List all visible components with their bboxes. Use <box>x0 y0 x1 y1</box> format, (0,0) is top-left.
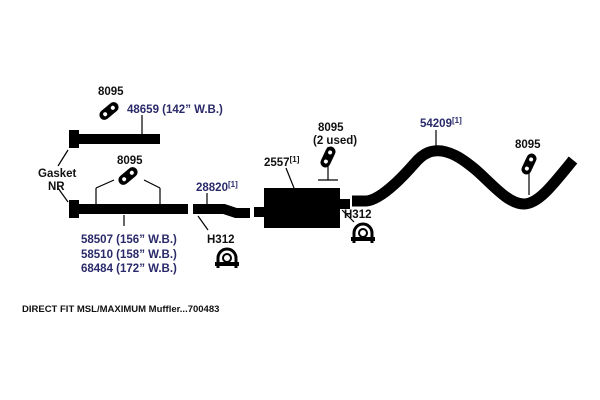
label-gasket-nr: NR <box>48 181 65 193</box>
label-hanger-tail: 8095 <box>515 139 541 151</box>
clamp-h312-right-icon <box>351 222 375 243</box>
label-pipe-48659: 48659 (142” W.B.) <box>127 104 223 116</box>
label-pipe-28820: 28820[1] <box>196 180 238 194</box>
label-pipe-68484: 68484 (172” W.B.) <box>81 263 177 275</box>
label-hanger-mid: 8095 <box>117 155 143 167</box>
label-hanger-top: 8095 <box>98 86 124 98</box>
label-gasket: Gasket <box>38 168 77 180</box>
leader-lines <box>57 115 530 231</box>
label-pipe-58507: 58507 (156” W.B.) <box>81 234 177 246</box>
label-muffler-2557: 2557[1] <box>264 155 300 169</box>
clamp-h312-left-icon <box>215 247 239 268</box>
pipe-58507 <box>69 200 188 218</box>
hanger-8095-top <box>99 102 119 120</box>
label-clamp-right: H312 <box>344 209 372 221</box>
label-hanger-muffler-note: (2 used) <box>313 135 357 147</box>
label-clamp-left: H312 <box>207 234 235 246</box>
hanger-8095-tail <box>521 153 537 175</box>
label-hanger-muffler: 8095 <box>318 122 344 134</box>
pipe-48659 <box>69 130 160 148</box>
footer-caption: DIRECT FIT MSL/MAXIMUM Muffler...700483 <box>22 304 219 315</box>
tailpipe-54209 <box>352 145 578 210</box>
label-tailpipe-54209: 54209[1] <box>420 116 462 130</box>
pipe-28820 <box>193 204 250 218</box>
label-pipe-58510: 58510 (158” W.B.) <box>81 249 177 261</box>
hanger-8095-mid <box>118 167 138 185</box>
hanger-8095-muffler <box>320 146 336 168</box>
muffler-2557 <box>254 188 350 228</box>
